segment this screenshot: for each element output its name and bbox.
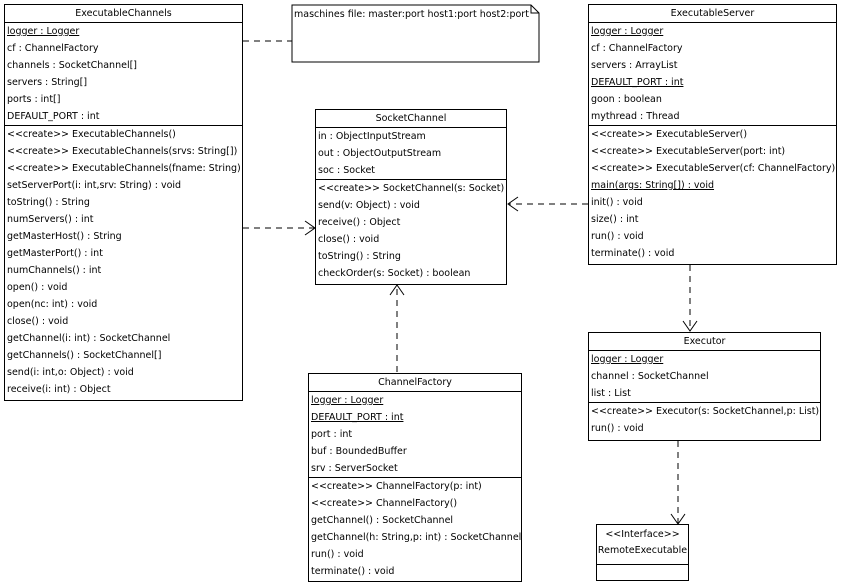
method-row: main(args: String[]) : void <box>591 180 715 191</box>
method-row: send(v: Object) : void <box>318 200 420 211</box>
method-row: <<create>> ExecutableChannels() <box>7 129 176 140</box>
method-row: <<create>> Executor(s: SocketChannel,p: … <box>591 406 820 417</box>
attribute-row: in : ObjectInputStream <box>318 131 426 142</box>
method-row: run() : void <box>311 549 364 560</box>
arrowhead-socketchannel-left <box>304 220 316 236</box>
class-name: SocketChannel <box>316 110 506 128</box>
methods-compartment: <<create>> ExecutableServer() <<create>> … <box>589 126 836 262</box>
attribute-row: soc : Socket <box>318 165 376 176</box>
attribute-row: servers : ArrayList <box>591 60 678 71</box>
method-row: close() : void <box>318 234 380 245</box>
method-row: send(i: int,o: Object) : void <box>7 367 134 378</box>
method-row: <<create>> ChannelFactory() <box>311 498 458 509</box>
method-row: open() : void <box>7 282 68 293</box>
method-row: numServers() : int <box>7 214 94 225</box>
method-row: size() : int <box>591 214 639 225</box>
arrowhead-socketchannel-bottom <box>389 284 405 296</box>
attribute-row: list : List <box>591 388 631 399</box>
attribute-row: logger : Logger <box>591 26 664 37</box>
attribute-row: DEFAULT_PORT : int <box>591 77 684 88</box>
attribute-row: servers : String[] <box>7 77 88 88</box>
attribute-row: srv : ServerSocket <box>311 463 398 474</box>
class-name: ExecutableServer <box>589 5 836 23</box>
method-row: getChannels() : SocketChannel[] <box>7 350 162 361</box>
method-row: toString() : String <box>7 197 90 208</box>
arrowhead-socketchannel-right <box>507 196 519 212</box>
method-row: init() : void <box>591 197 643 208</box>
attribute-row: buf : BoundedBuffer <box>311 446 407 457</box>
attributes-compartment: logger : Logger channel : SocketChannel li… <box>589 351 820 403</box>
attribute-row: mythread : Thread <box>591 111 680 122</box>
attribute-row: ports : int[] <box>7 94 61 105</box>
method-row: toString() : String <box>318 251 401 262</box>
attribute-row: out : ObjectOutputStream <box>318 148 442 159</box>
attribute-row: DEFAULT_PORT : int <box>311 412 404 423</box>
attribute-row: cf : ChannelFactory <box>591 43 683 54</box>
method-row: getMasterHost() : String <box>7 231 122 242</box>
class-name: ChannelFactory <box>309 374 521 392</box>
note-text: maschines file: master:port host1:port h… <box>294 9 529 20</box>
attribute-row: logger : Logger <box>7 26 80 37</box>
arrowhead-executor-top <box>682 320 698 332</box>
method-row: <<create>> ExecutableChannels(srvs: Stri… <box>7 146 238 157</box>
method-row: receive(i: int) : Object <box>7 384 111 395</box>
method-row: terminate() : void <box>311 566 395 577</box>
attribute-row: logger : Logger <box>311 395 384 406</box>
attributes-compartment: in : ObjectInputStream out : ObjectOutput… <box>316 128 506 180</box>
methods-compartment: <<create>> SocketChannel(s: Socket) send(… <box>316 180 506 282</box>
class-name: ExecutableChannels <box>5 5 242 23</box>
method-row: <<create>> ExecutableServer() <box>591 129 748 140</box>
method-row: checkOrder(s: Socket) : boolean <box>318 268 471 279</box>
note-fold <box>530 5 539 14</box>
method-row: <<create>> ExecutableServer(port: int) <box>591 146 786 157</box>
method-row: terminate() : void <box>591 248 675 259</box>
attribute-row: channels : SocketChannel[] <box>7 60 137 71</box>
arrowhead-remoteexecutable-top <box>670 513 686 525</box>
class-executable-channels[interactable]: ExecutableChannels logger : Logger cf : C… <box>4 4 243 401</box>
method-row: <<create>> ChannelFactory(p: int) <box>311 481 482 492</box>
interface-remote-executable[interactable]: <<Interface>> RemoteExecutable <box>596 524 689 581</box>
method-row: <<create>> ExecutableChannels(fname: Str… <box>7 163 241 174</box>
class-name: RemoteExecutable <box>597 545 688 556</box>
method-row: getChannel(i: int) : SocketChannel <box>7 333 171 344</box>
method-row: receive() : Object <box>318 217 401 228</box>
methods-compartment: <<create>> ExecutableChannels() <<create>… <box>5 126 242 398</box>
method-row: <<create>> SocketChannel(s: Socket) <box>318 183 505 194</box>
methods-compartment: <<create>> ChannelFactory(p: int) <<creat… <box>309 478 521 580</box>
method-row: open(nc: int) : void <box>7 299 98 310</box>
attribute-row: channel : SocketChannel <box>591 371 709 382</box>
method-row: getChannel() : SocketChannel <box>311 515 454 526</box>
attribute-row: goon : boolean <box>591 94 662 105</box>
class-executor[interactable]: Executor logger : Logger channel : Socket… <box>588 332 821 441</box>
method-row: <<create>> ExecutableServer(cf: ChannelF… <box>591 163 836 174</box>
methods-compartment: <<create>> Executor(s: SocketChannel,p: … <box>589 403 820 437</box>
class-executable-server[interactable]: ExecutableServer logger : Logger cf : Cha… <box>588 4 837 265</box>
method-row: setServerPort(i: int,srv: String) : void <box>7 180 182 191</box>
attribute-row: port : int <box>311 429 353 440</box>
class-name: Executor <box>589 333 820 351</box>
attribute-row: logger : Logger <box>591 354 664 365</box>
attributes-compartment: logger : Logger cf : ChannelFactory server… <box>589 23 836 126</box>
interface-header: <<Interface>> RemoteExecutable <box>597 525 688 565</box>
method-row: getMasterPort() : int <box>7 248 103 259</box>
method-row: numChannels() : int <box>7 265 102 276</box>
method-row: getChannel(h: String,p: int) : SocketCha… <box>311 532 521 543</box>
class-socket-channel[interactable]: SocketChannel in : ObjectInputStream out … <box>315 109 507 285</box>
method-row: run() : void <box>591 231 644 242</box>
attributes-compartment: logger : Logger cf : ChannelFactory channe… <box>5 23 242 126</box>
interface-stereotype: <<Interface>> <box>605 529 680 540</box>
attribute-row: cf : ChannelFactory <box>7 43 99 54</box>
method-row: run() : void <box>591 423 644 434</box>
attribute-row: DEFAULT_PORT : int <box>7 111 100 122</box>
method-row: close() : void <box>7 316 69 327</box>
